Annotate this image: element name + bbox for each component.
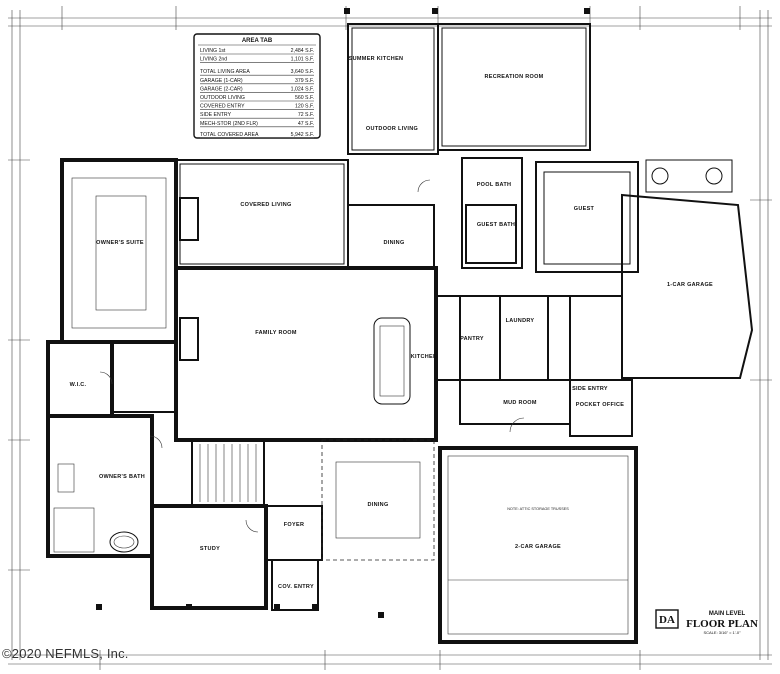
area-row-label: LIVING 2nd <box>200 57 227 63</box>
area-row-label: SIDE ENTRY <box>200 112 232 118</box>
area-tab-table: AREA TAB <box>193 33 321 139</box>
label-recreation: RECREATION ROOM <box>484 74 543 80</box>
area-tab-title: AREA TAB <box>242 38 273 44</box>
room-labels: SUMMER KITCHEN RECREATION ROOM OUTDOOR L… <box>70 56 713 590</box>
label-dining: DINING <box>367 502 388 508</box>
area-row-label: TOTAL LIVING AREA <box>200 69 250 75</box>
label-2-car-garage: 2-CAR GARAGE <box>515 544 561 550</box>
area-tab-rows: LIVING 1st 2,484 S.F. LIVING 2nd 1,101 S.F.… <box>200 48 314 139</box>
label-owners-suite: OWNER'S SUITE <box>96 240 144 246</box>
label-dining-top: DINING <box>383 240 404 246</box>
label-pocket-office: POCKET OFFICE <box>576 402 625 408</box>
title-scale: SCALE: 3/16" = 1'-0" <box>703 630 741 635</box>
label-pool-bath: POOL BATH <box>477 182 512 188</box>
area-row-value: 3,640 S.F. <box>291 69 314 75</box>
area-row-label: GARAGE (2-CAR) <box>200 86 243 92</box>
label-family-room: FAMILY ROOM <box>255 330 297 336</box>
area-row-value: 2,484 S.F. <box>291 48 314 54</box>
area-row-label: LIVING 1st <box>200 48 226 54</box>
area-row-value: 5,942 S.F. <box>291 132 314 138</box>
title-line1: MAIN LEVEL <box>709 611 746 617</box>
label-guest-bath: GUEST BATH <box>477 222 515 228</box>
label-study: STUDY <box>200 546 220 552</box>
area-row-value: 1,101 S.F. <box>291 57 314 63</box>
area-row-label: TOTAL COVERED AREA <box>200 132 259 138</box>
walls <box>46 8 754 644</box>
attic-note: NOTE: ATTIC STORAGE TRUSSES <box>507 507 569 511</box>
area-row-label: OUTDOOR LIVING <box>200 95 245 101</box>
area-row-label: MECH-STOR (2ND FLR) <box>200 121 258 127</box>
area-row-value: 120 S.F. <box>295 104 314 110</box>
label-wic: W.I.C. <box>70 382 87 388</box>
label-summer-kitchen: SUMMER KITCHEN <box>349 56 404 62</box>
label-outdoor-living: OUTDOOR LIVING <box>366 126 418 132</box>
label-pantry: PANTRY <box>460 336 484 342</box>
area-row-value: 47 S.F. <box>298 121 314 127</box>
area-row-label: GARAGE (1-CAR) <box>200 78 243 84</box>
area-row-value: 560 S.F. <box>295 95 314 101</box>
stair-treads <box>199 444 257 502</box>
label-mud-room: MUD ROOM <box>503 400 537 406</box>
area-row-value: 72 S.F. <box>298 112 314 118</box>
title-line2: FLOOR PLAN <box>686 618 758 630</box>
label-side-entry: SIDE ENTRY <box>572 386 608 392</box>
label-entry: COV. ENTRY <box>278 584 314 590</box>
dimension-lines <box>8 6 772 670</box>
label-covered-living: COVERED LIVING <box>240 202 291 208</box>
label-owners-bath: OWNER'S BATH <box>99 474 145 480</box>
label-1-car-garage: 1-CAR GARAGE <box>667 282 713 288</box>
area-row-value: 1,024 S.F. <box>291 86 314 92</box>
label-foyer: FOYER <box>284 522 304 528</box>
title-block: DA MAIN LEVEL FLOOR PLAN SCALE: 3/16" = … <box>655 609 758 635</box>
label-guest: GUEST <box>574 206 595 212</box>
area-row-label: COVERED ENTRY <box>200 104 245 110</box>
mls-watermark: ©2020 NEFMLS, Inc. <box>2 646 129 661</box>
label-laundry: LAUNDRY <box>506 318 535 324</box>
svg-text:DA: DA <box>659 614 675 626</box>
label-kitchen: KITCHEN <box>411 354 438 360</box>
area-row-value: 379 S.F. <box>295 78 314 84</box>
